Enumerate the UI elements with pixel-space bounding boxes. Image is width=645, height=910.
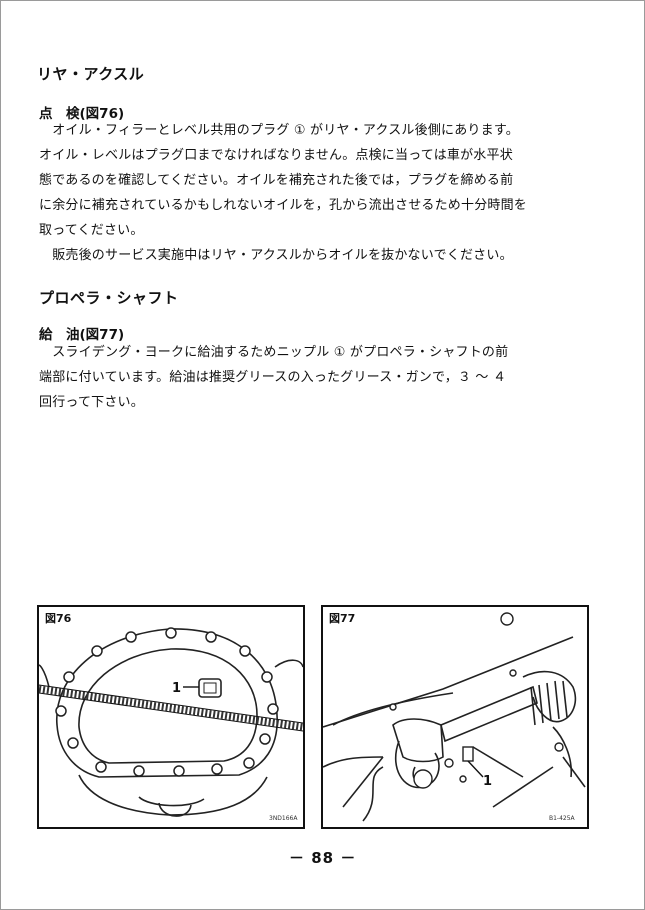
text-line: オイル・フィラーとレベル共用のプラグ ① がリヤ・アクスル後側にあります。 (39, 123, 519, 138)
figure-77-code: B1-425A (549, 815, 575, 822)
text-line: 端部に付いています。給油は推奨グリースの入ったグリース・ガンで，３ ～ ４ (39, 370, 507, 385)
text-line: に余分に補充されているかもしれないオイルを，孔から流出させるため十分時間を (39, 198, 528, 213)
figure-77: 1 図77 B1-425A (321, 605, 589, 829)
propeller-shaft-illustration: 1 (323, 612, 586, 822)
callout-1: 1 (483, 774, 492, 789)
text-line: 販売後のサービス実施中はリヤ・アクスルからオイルを抜かないでください。 (39, 248, 513, 263)
paragraph-propeller-shaft: スライデング・ヨークに給油するためニップル ① がプロペラ・シャフトの前 端部に… (39, 340, 508, 415)
section-title-rear-axle: リヤ・アクスル (37, 65, 145, 83)
figure-76: 1 図76 3ND166A (37, 605, 305, 829)
section-title-propeller-shaft: プロペラ・シャフト (39, 289, 179, 307)
subheading-lubrication: 給 油(図77) (39, 327, 125, 343)
rear-axle-illustration: 1 (39, 627, 303, 817)
text-line: スライデング・ヨークに給油するためニップル ① がプロペラ・シャフトの前 (39, 345, 509, 360)
text-line: 取ってください。 (39, 223, 144, 238)
callout-1: 1 (172, 681, 181, 696)
text-line: 回行って下さい。 (39, 395, 144, 410)
text-line: オイル・レベルはプラグ口までなければなりません。点検に当っては車が水平状 (39, 148, 513, 163)
figure-76-code: 3ND166A (269, 815, 298, 822)
page-number: － 88 － (289, 849, 357, 867)
text-line: 態であるのを確認してください。オイルを補充された後では，プラグを締める前 (39, 173, 514, 188)
paragraph-rear-axle: オイル・フィラーとレベル共用のプラグ ① がリヤ・アクスル後側にあります。 オイ… (39, 118, 527, 268)
figure-76-label: 図76 (45, 612, 72, 625)
figure-77-label: 図77 (329, 612, 356, 625)
subheading-inspection: 点 検(図76) (39, 106, 125, 122)
